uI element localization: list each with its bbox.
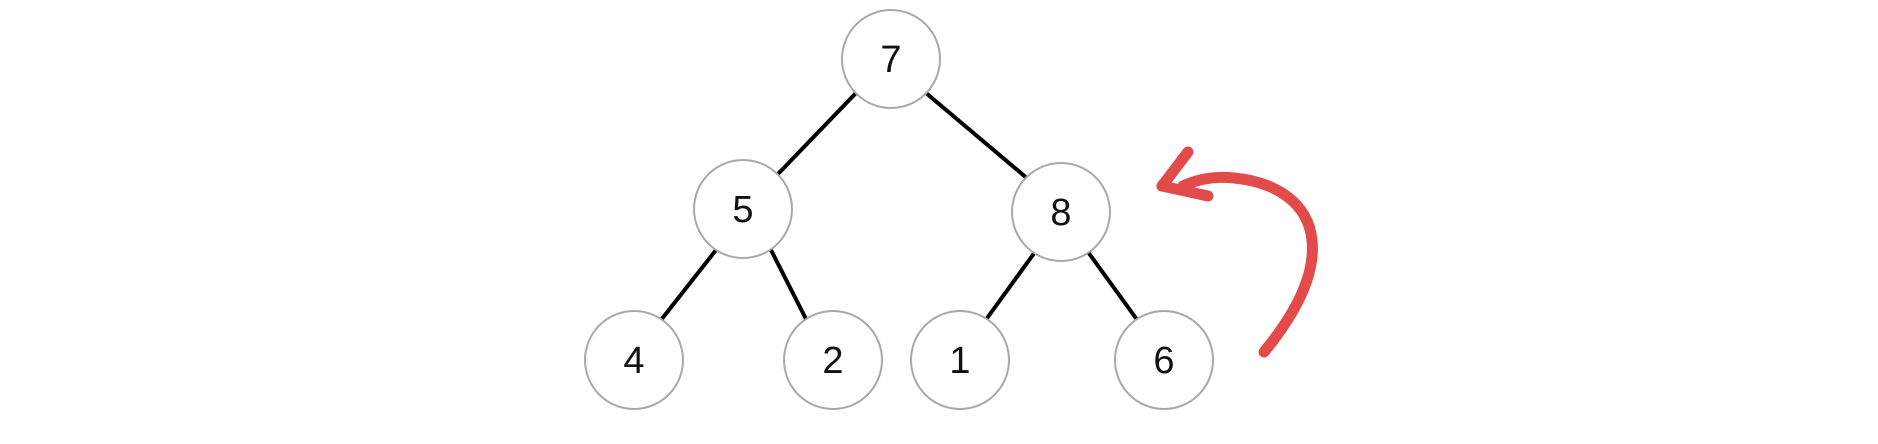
node-label-2: 2 xyxy=(822,340,843,382)
annotations-group xyxy=(1156,146,1318,358)
node-circle-7[interactable] xyxy=(841,9,941,109)
tree-edge-n5-n2 xyxy=(769,249,809,322)
tree-edge-n8-n1 xyxy=(983,250,1037,323)
tree-edge-n8-n6 xyxy=(1086,250,1140,323)
tree-node-2[interactable]: 2 xyxy=(783,310,883,410)
node-label-7: 7 xyxy=(880,39,901,81)
tree-edges-group xyxy=(659,91,1140,323)
node-label-6: 6 xyxy=(1153,340,1174,382)
tree-node-8[interactable]: 8 xyxy=(1011,162,1111,262)
tree-edge-n7-n8 xyxy=(924,91,1030,181)
arrow-head-barb-lower xyxy=(1156,180,1214,202)
tree-node-7[interactable]: 7 xyxy=(841,9,941,109)
node-circle-2[interactable] xyxy=(783,310,883,410)
node-label-5: 5 xyxy=(732,189,753,231)
node-circle-5[interactable] xyxy=(693,159,793,259)
node-label-4: 4 xyxy=(623,340,644,382)
tree-node-1[interactable]: 1 xyxy=(910,310,1010,410)
tree-node-5[interactable]: 5 xyxy=(693,159,793,259)
node-label-8: 8 xyxy=(1050,192,1071,234)
node-circle-6[interactable] xyxy=(1114,310,1214,410)
arrow-head-barb-upper xyxy=(1156,146,1194,192)
node-circle-8[interactable] xyxy=(1011,162,1111,262)
pointer-arrow xyxy=(1156,146,1318,358)
tree-nodes-group: 7 5 8 4 2 1 6 xyxy=(584,9,1214,410)
arrow-shaft xyxy=(1177,171,1318,358)
tree-node-6[interactable]: 6 xyxy=(1114,310,1214,410)
tree-node-4[interactable]: 4 xyxy=(584,310,684,410)
node-circle-4[interactable] xyxy=(584,310,684,410)
node-circle-1[interactable] xyxy=(910,310,1010,410)
node-label-1: 1 xyxy=(949,340,970,382)
tree-edge-n5-n4 xyxy=(659,248,718,322)
tree-edge-n7-n5 xyxy=(775,91,858,177)
